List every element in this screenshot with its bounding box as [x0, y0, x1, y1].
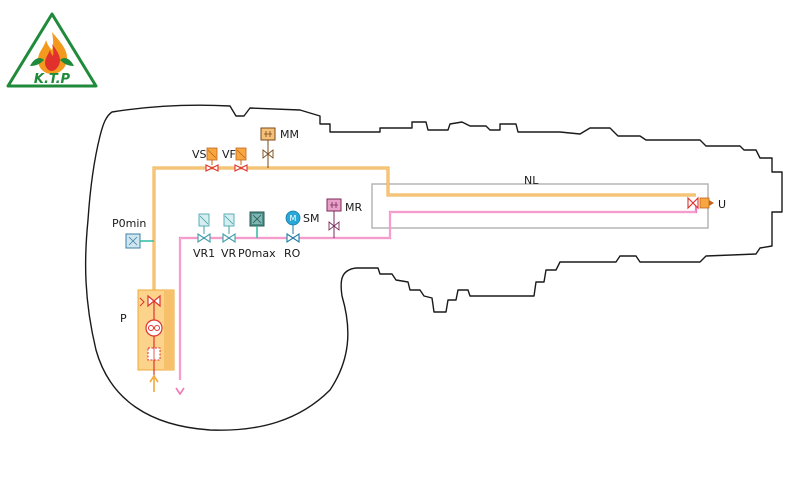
valve-vr	[222, 213, 236, 244]
label-vr1: VR1	[193, 247, 215, 260]
supply-line-highlight	[153, 167, 696, 300]
label-p: P	[120, 312, 127, 325]
label-mm: MM	[280, 128, 299, 141]
p0max-pressure-switch	[249, 211, 265, 238]
label-vr: VR	[221, 247, 237, 260]
modulator-mr	[326, 198, 342, 238]
logo-text: K.T.P	[34, 72, 71, 87]
return-line-highlight	[179, 211, 696, 380]
label-p0min: P0min	[112, 217, 146, 230]
ktp-logo: K.T.P	[6, 12, 98, 88]
p0min-pressure-switch	[125, 233, 154, 249]
regulator-ro	[286, 232, 300, 244]
logo-leaf-right	[60, 58, 74, 66]
valve-vf	[234, 147, 248, 172]
modulator-mm	[260, 127, 276, 168]
label-sm: SM	[303, 212, 319, 225]
label-mr: MR	[345, 201, 362, 214]
fuel-return-arrow	[175, 387, 185, 396]
valve-vs	[205, 147, 219, 172]
servomotor-sm: M	[285, 210, 301, 244]
label-ro: RO	[284, 247, 301, 260]
svg-text:M: M	[290, 214, 297, 223]
lance-housing	[371, 183, 709, 229]
pump-unit	[137, 289, 175, 376]
logo-flame-inner	[45, 44, 61, 71]
label-vs: VS	[192, 148, 207, 161]
logo-leaf-left	[30, 58, 44, 66]
label-u: U	[718, 198, 726, 211]
label-vf: VF	[222, 148, 236, 161]
label-nl: NL	[524, 174, 539, 187]
valve-vr1	[197, 213, 211, 244]
burner-housing-outline	[84, 104, 783, 431]
pump-block-shade	[164, 290, 174, 370]
fuel-inlet-arrow	[149, 374, 159, 392]
nozzle-u	[687, 196, 714, 210]
label-p0max: P0max	[238, 247, 276, 260]
pump-valve-icon	[139, 294, 161, 308]
